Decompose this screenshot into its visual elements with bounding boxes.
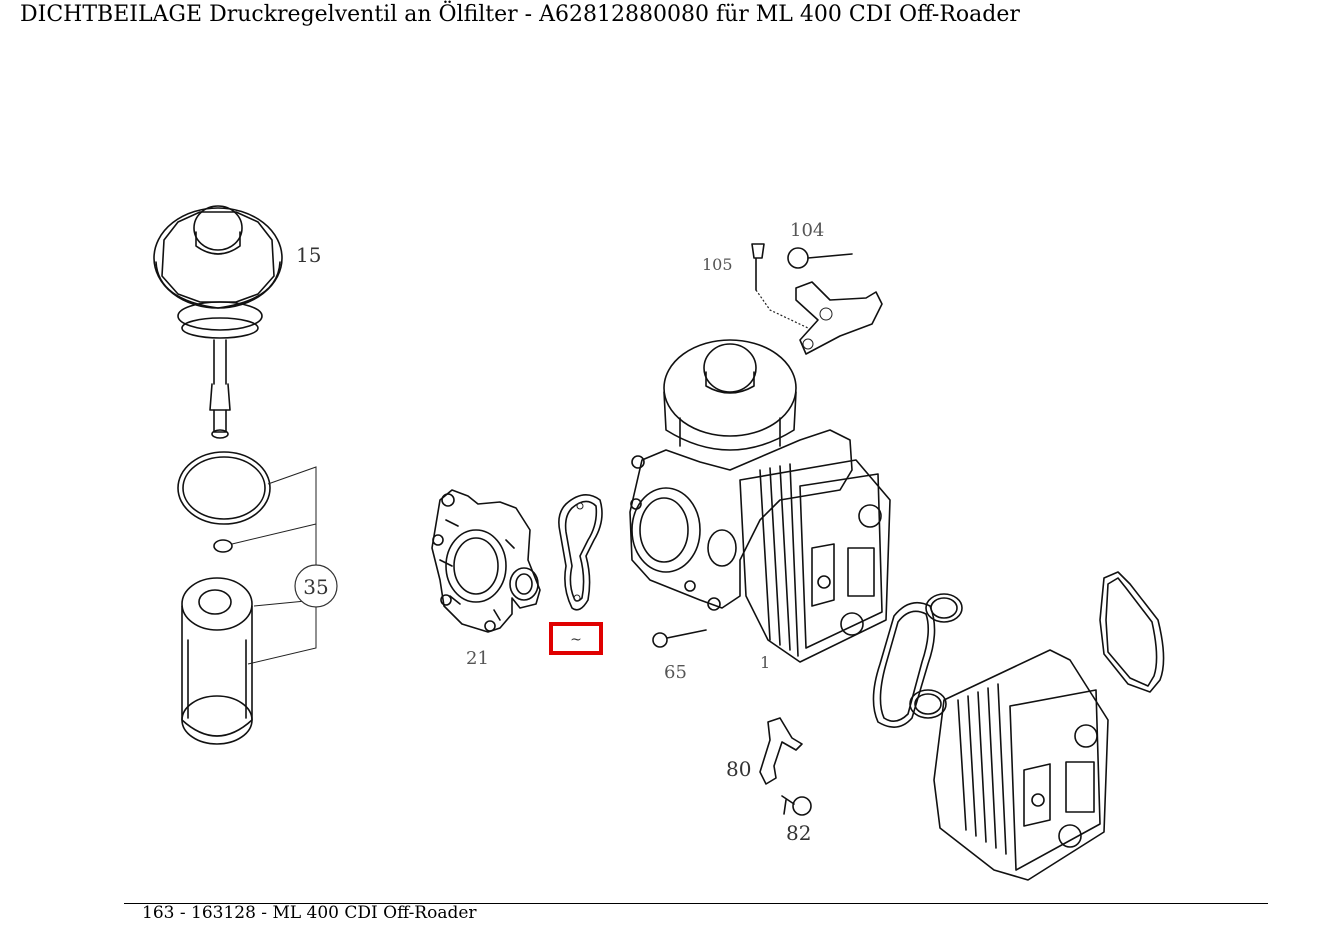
footer-divider xyxy=(124,903,1268,904)
callout-bracket-35 xyxy=(231,466,317,665)
bracket-part-80[interactable] xyxy=(759,717,803,785)
oil-filter-cap-part[interactable] xyxy=(153,205,283,439)
small-o-ring-part[interactable] xyxy=(213,539,233,553)
bracket-part[interactable] xyxy=(795,281,883,355)
svg-text:~: ~ xyxy=(570,632,582,648)
callout-21[interactable]: 21 xyxy=(466,648,489,669)
right-gasket-part[interactable] xyxy=(1099,571,1165,693)
callout-104[interactable]: 104 xyxy=(790,220,824,241)
cooler-gasket-part[interactable] xyxy=(872,593,963,728)
screw-part-65[interactable] xyxy=(652,629,707,648)
highlight-box xyxy=(549,622,603,655)
callout-65[interactable]: 65 xyxy=(664,662,687,683)
callout-1[interactable]: 1 xyxy=(760,653,770,672)
sealing-gasket-part[interactable] xyxy=(558,494,603,611)
oil-filter-module-part[interactable] xyxy=(629,339,891,663)
screw-part-82[interactable] xyxy=(781,795,812,816)
bolt-part[interactable] xyxy=(751,243,809,329)
sealing-ring-part[interactable] xyxy=(177,451,271,525)
oil-cooler-part[interactable] xyxy=(933,649,1109,881)
page-title: DICHTBEILAGE Druckregelventil an Ölfilte… xyxy=(20,2,1020,27)
callout-15[interactable]: 15 xyxy=(296,243,321,267)
nut-part[interactable] xyxy=(787,247,853,269)
callout-35-circle xyxy=(294,564,338,608)
footer-model-info: 163 - 163128 - ML 400 CDI Off-Roader xyxy=(142,903,477,923)
callout-80[interactable]: 80 xyxy=(726,757,751,781)
callout-82[interactable]: 82 xyxy=(786,821,811,845)
callout-35[interactable]: 35 xyxy=(303,575,328,599)
filter-element-part[interactable] xyxy=(181,577,253,745)
oil-filter-housing-part[interactable] xyxy=(431,489,541,633)
callout-105[interactable]: 105 xyxy=(702,255,733,274)
